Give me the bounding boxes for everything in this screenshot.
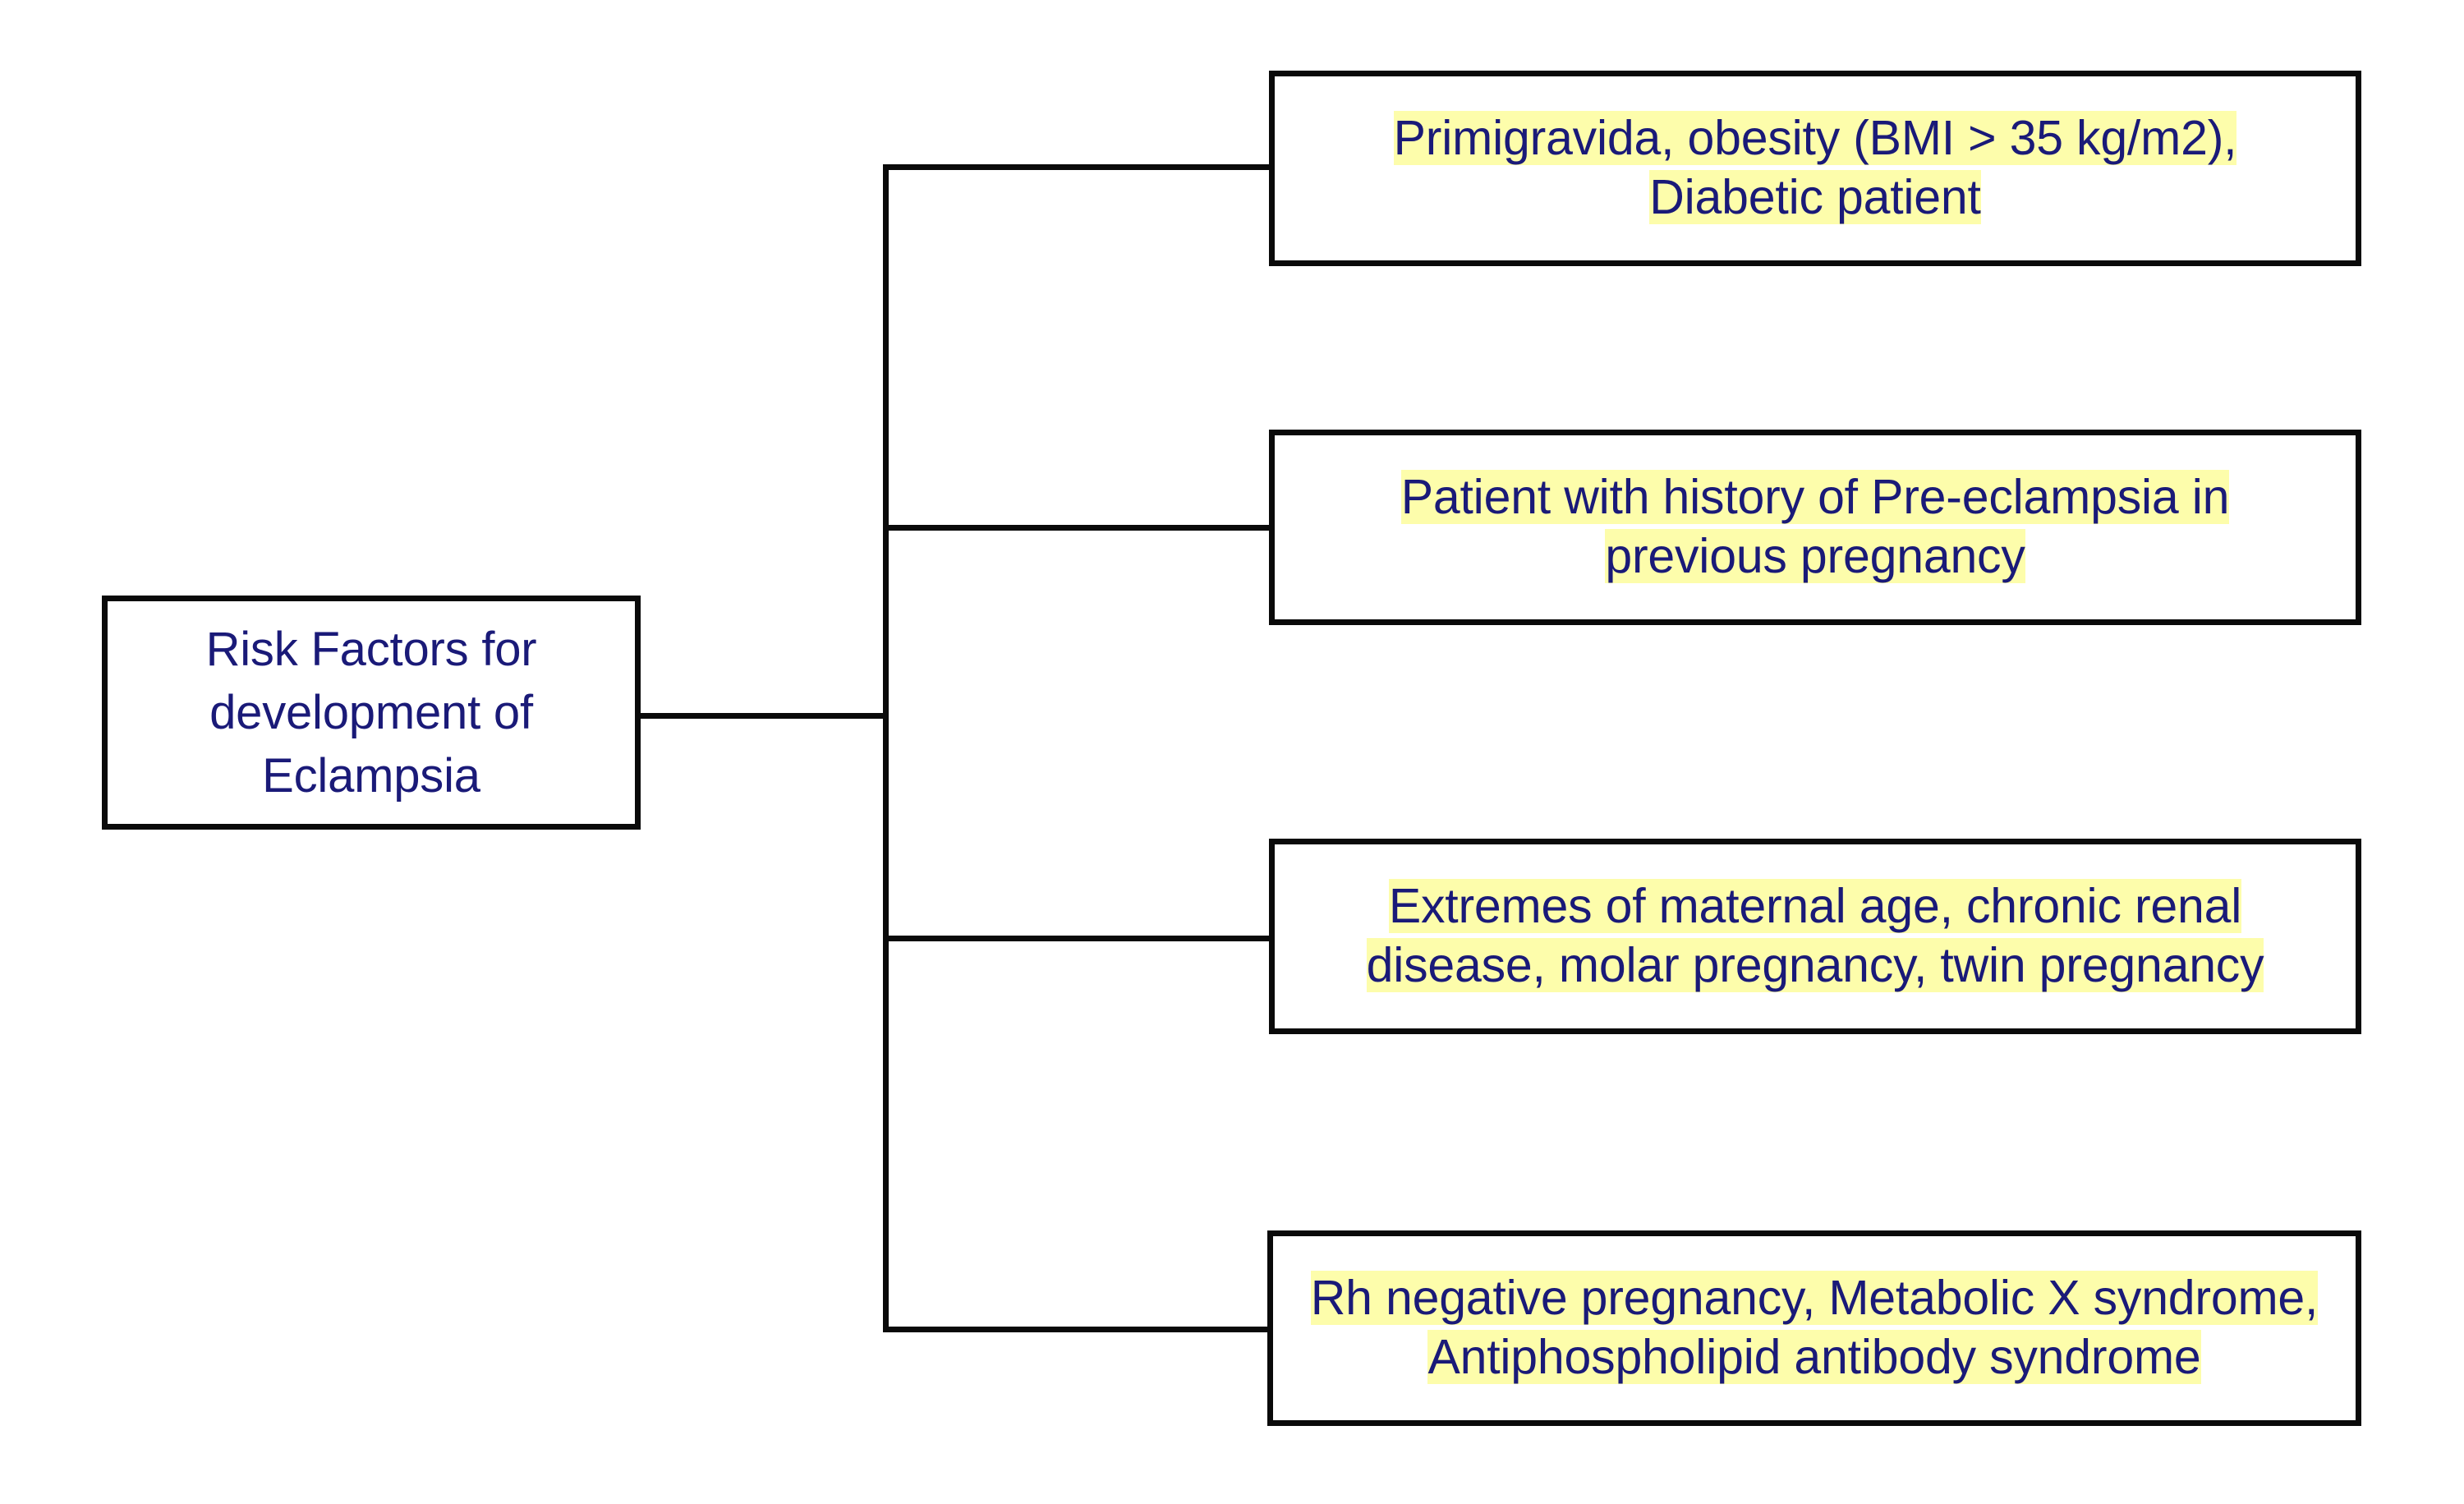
node-risk-factor-2[interactable]: Patient with history of Pre-eclampsia in… [1269, 430, 2361, 625]
connector-vertical-trunk [883, 164, 889, 1332]
node-risk-factor-1-label: Primigravida, obesity (BMI > 35 kg/m2), … [1382, 109, 2249, 228]
connector-root-stem [638, 713, 889, 719]
node-risk-factor-1[interactable]: Primigravida, obesity (BMI > 35 kg/m2), … [1269, 71, 2361, 266]
node-root-label: Risk Factors for development of Eclampsi… [195, 618, 549, 807]
node-risk-factor-2-line-1: Patient with history of Pre-eclampsia in [1400, 470, 2230, 525]
connector-branch-2 [883, 525, 1272, 531]
node-risk-factor-4-line-2: Antiphospholipid antibody syndrome [1427, 1330, 2201, 1384]
node-root-line-2: development of [209, 685, 533, 739]
node-risk-factor-1-line-1: Primigravida, obesity (BMI > 35 kg/m2), [1393, 111, 2237, 166]
node-risk-factor-2-line-2: previous pregnancy [1605, 529, 2025, 583]
node-root-line-1: Risk Factors for [205, 622, 537, 676]
node-risk-factor-2-label: Patient with history of Pre-eclampsia in… [1390, 468, 2241, 586]
connector-branch-1 [883, 164, 1272, 170]
node-risk-factor-4-line-1: Rh negative pregnancy, Metabolic X syndr… [1310, 1271, 2319, 1326]
node-root[interactable]: Risk Factors for development of Eclampsi… [102, 596, 641, 830]
node-risk-factor-3-line-1: Extremes of maternal age, chronic renal [1388, 879, 2242, 934]
node-risk-factor-4-label: Rh negative pregnancy, Metabolic X syndr… [1299, 1269, 2329, 1387]
node-risk-factor-3-label: Extremes of maternal age, chronic renal … [1355, 877, 2276, 996]
node-risk-factor-3[interactable]: Extremes of maternal age, chronic renal … [1269, 839, 2361, 1034]
connector-branch-4 [883, 1327, 1272, 1332]
node-root-line-3: Eclampsia [262, 749, 480, 803]
node-risk-factor-3-line-2: disease, molar pregnancy, twin pregnancy [1366, 938, 2264, 992]
node-risk-factor-4[interactable]: Rh negative pregnancy, Metabolic X syndr… [1267, 1230, 2361, 1426]
connector-branch-3 [883, 936, 1272, 941]
node-risk-factor-1-line-2: Diabetic patient [1649, 170, 1981, 224]
